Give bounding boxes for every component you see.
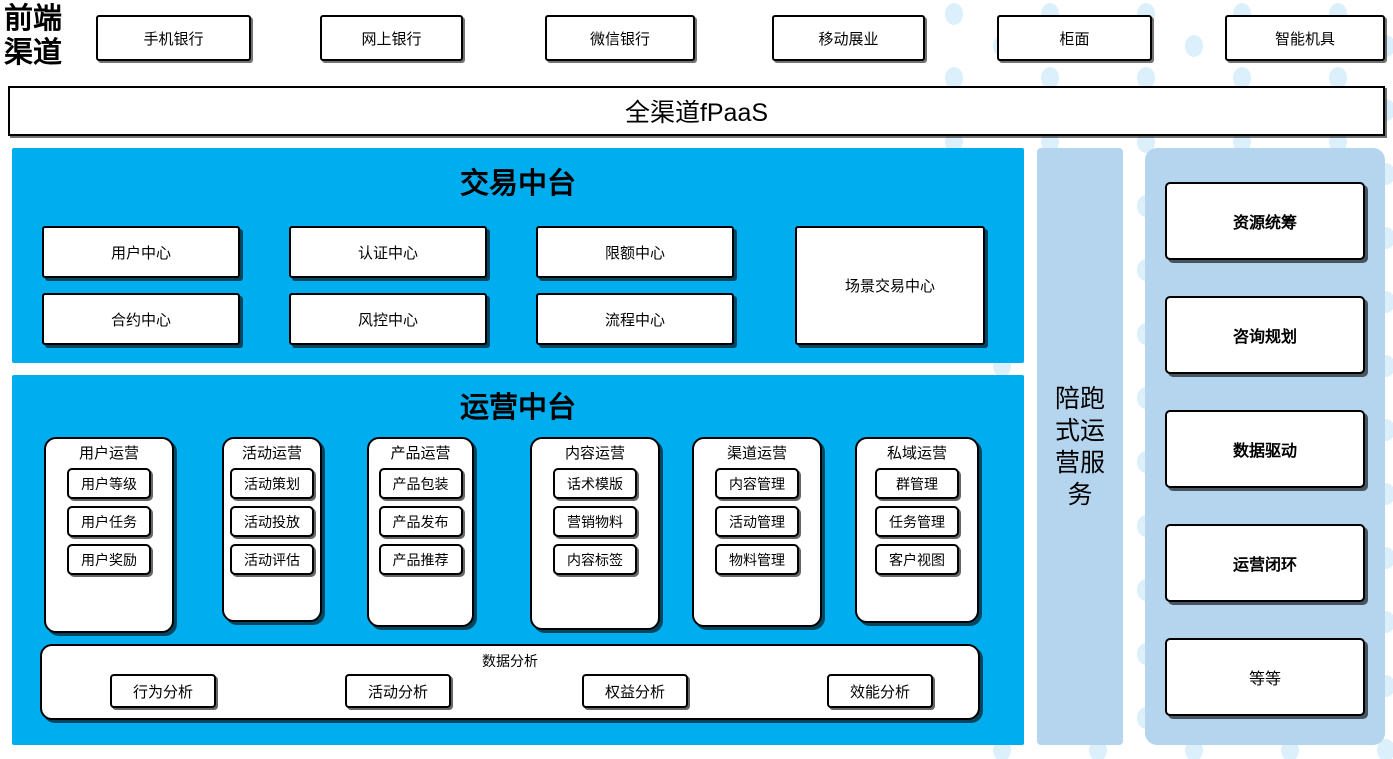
transaction-card-process-center[interactable]: 流程中心 [536, 293, 734, 345]
operation-item-marketing-asset[interactable]: 营销物料 [553, 506, 637, 537]
channel-box-mobile-bank[interactable]: 手机银行 [96, 15, 251, 61]
data-analysis-strip: 数据分析 行为分析 活动分析 权益分析 效能分析 [40, 644, 980, 720]
data-analysis-item-efficiency[interactable]: 效能分析 [827, 674, 933, 708]
capability-item-operation-closed-loop[interactable]: 运营闭环 [1165, 524, 1365, 602]
capability-item-etc[interactable]: 等等 [1165, 638, 1365, 716]
capability-item-resource-coordination[interactable]: 资源统筹 [1165, 182, 1365, 260]
operation-item-user-level[interactable]: 用户等级 [67, 468, 151, 499]
operation-item-group-manage[interactable]: 群管理 [875, 468, 959, 499]
operation-item-campaign-review[interactable]: 活动评估 [230, 544, 314, 575]
operation-group-content[interactable]: 内容运营 话术模版 营销物料 内容标签 [530, 437, 660, 630]
front-channel-label-line1: 前端 [4, 3, 63, 35]
operation-group-private-domain-title: 私域运营 [886, 445, 947, 462]
transaction-card-scene-trade-center[interactable]: 场景交易中心 [795, 226, 985, 345]
accompanying-operation-service-label: 陪跑式运营服务 [1054, 384, 1105, 509]
channel-box-wechat-bank[interactable]: 微信银行 [545, 15, 695, 61]
operation-group-product-title: 产品运营 [390, 445, 451, 462]
transaction-card-risk-center[interactable]: 风控中心 [289, 293, 487, 345]
channel-box-smart-machine[interactable]: 智能机具 [1225, 15, 1385, 61]
operation-group-product[interactable]: 产品运营 产品包装 产品发布 产品推荐 [367, 437, 474, 627]
operation-group-private-domain[interactable]: 私域运营 群管理 任务管理 客户视图 [855, 437, 979, 623]
operation-item-product-release[interactable]: 产品发布 [378, 506, 463, 537]
operation-item-campaign-launch[interactable]: 活动投放 [230, 506, 314, 537]
operation-item-script-template[interactable]: 话术模版 [553, 468, 637, 499]
data-analysis-item-behavior[interactable]: 行为分析 [110, 674, 216, 708]
operation-platform-title: 运营中台 [459, 392, 576, 424]
data-analysis-item-benefit[interactable]: 权益分析 [582, 674, 688, 708]
operation-item-campaign-manage[interactable]: 活动管理 [715, 506, 799, 537]
channel-box-online-bank[interactable]: 网上银行 [320, 15, 463, 61]
data-analysis-item-campaign[interactable]: 活动分析 [345, 674, 451, 708]
operation-group-user[interactable]: 用户运营 用户等级 用户任务 用户奖励 [44, 437, 174, 633]
operation-group-channel-title: 渠道运营 [726, 445, 787, 462]
channel-box-counter[interactable]: 柜面 [997, 15, 1152, 61]
operation-item-user-task[interactable]: 用户任务 [67, 506, 151, 537]
capability-item-data-driven[interactable]: 数据驱动 [1165, 410, 1365, 488]
operation-item-customer-view[interactable]: 客户视图 [875, 544, 959, 575]
operation-group-content-title: 内容运营 [564, 445, 625, 462]
transaction-card-contract-center[interactable]: 合约中心 [42, 293, 240, 345]
operation-group-campaign[interactable]: 活动运营 活动策划 活动投放 活动评估 [222, 437, 322, 622]
transaction-card-limit-center[interactable]: 限额中心 [536, 226, 734, 278]
operation-item-asset-manage[interactable]: 物料管理 [715, 544, 799, 575]
accompanying-operation-service-column: 陪跑式运营服务 [1037, 148, 1123, 745]
operation-item-campaign-plan[interactable]: 活动策划 [230, 468, 314, 499]
operation-item-user-reward[interactable]: 用户奖励 [67, 544, 151, 575]
transaction-card-user-center[interactable]: 用户中心 [42, 226, 240, 278]
operation-item-content-manage[interactable]: 内容管理 [715, 468, 799, 499]
transaction-platform-title: 交易中台 [459, 168, 576, 200]
operation-item-task-manage[interactable]: 任务管理 [875, 506, 959, 537]
operation-group-channel[interactable]: 渠道运营 内容管理 活动管理 物料管理 [692, 437, 822, 627]
capability-panel: 资源统筹 咨询规划 数据驱动 运营闭环 等等 [1145, 148, 1385, 745]
operation-item-content-tag[interactable]: 内容标签 [553, 544, 637, 575]
operation-group-campaign-title: 活动运营 [241, 445, 302, 462]
front-channel-label: 前端 渠道 [4, 2, 88, 72]
capability-item-consulting-planning[interactable]: 咨询规划 [1165, 296, 1365, 374]
omnichannel-fpaas-bar[interactable]: 全渠道fPaaS [8, 86, 1385, 136]
operation-group-user-title: 用户运营 [78, 445, 139, 462]
data-analysis-title: 数据分析 [482, 653, 538, 669]
operation-item-product-recommend[interactable]: 产品推荐 [378, 544, 463, 575]
transaction-card-auth-center[interactable]: 认证中心 [289, 226, 487, 278]
channel-box-mobile-field[interactable]: 移动展业 [772, 15, 925, 61]
front-channel-label-line2: 渠道 [4, 37, 63, 69]
operation-item-product-package[interactable]: 产品包装 [378, 468, 463, 499]
